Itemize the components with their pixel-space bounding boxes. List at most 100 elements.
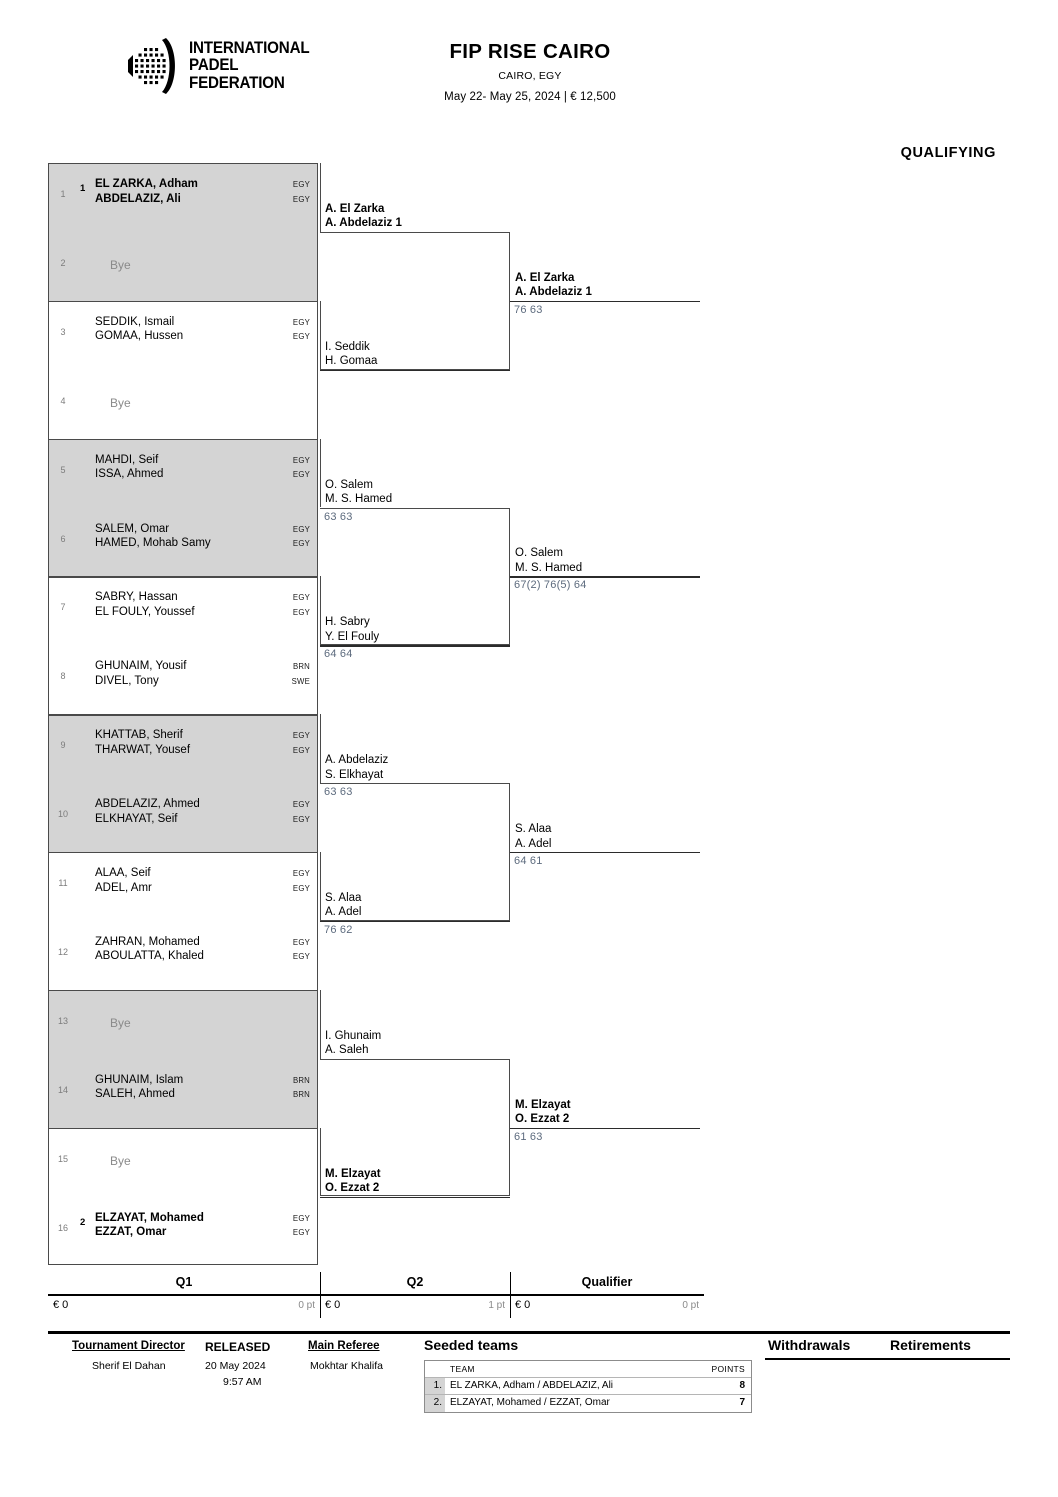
player-name-2: A. Adel [515,837,552,850]
country-code-2: EGY [292,745,310,755]
player-name-2: THARWAT, Yousef [95,743,191,756]
player-name-2: ABOULATTA, Khaled [95,950,204,963]
player-name-2: S. Elkhayat [325,768,384,781]
ipf-logo-icon [122,35,182,97]
q1-entrant-names: S. Alaa A. Adel [325,891,361,920]
prize-points: 1 pt [488,1299,505,1311]
draw-slot-number: 12 [57,946,68,957]
q2-entrant-score: 61 63 [514,1130,543,1143]
tournament-location: CAIRO, EGY [498,70,562,82]
draw-slot-countries: BRN BRN [293,1074,310,1103]
prize-points: 0 pt [682,1299,699,1311]
player-name-1: I. Ghunaim [325,1029,382,1042]
tournament-title-block: FIP RISE CAIRO CAIRO, EGY May 22- May 25… [330,40,730,103]
player-name-1: S. Alaa [325,891,362,904]
player-name-2: Y. El Fouly [325,630,380,643]
bracket-stub [320,714,322,784]
player-name-1: GHUNAIM, Islam [95,1073,184,1086]
q1-entrant-winner-line [320,369,510,371]
country-code-2: EGY [292,1228,310,1237]
main-referee-value: Mokhtar Khalifa [310,1360,383,1372]
bracket-connector [320,1058,510,1197]
player-name-1: A. El Zarka [325,202,385,215]
country-code-1: EGY [292,524,310,534]
player-name-1: EL ZARKA, Adham [95,178,198,190]
bracket-stub [320,300,322,370]
q1-entrant-score: 63 63 [324,510,353,523]
draw-slot-number: 5 [60,464,66,475]
draw-slot-number: 16 [57,1222,68,1233]
draw-slot-number: 10 [57,809,68,820]
player-name-2: EL FOULY, Youssef [95,605,195,618]
country-code-2: EGY [292,814,310,824]
country-code-1: EGY [292,937,310,947]
draw-slot-bye: Bye [110,257,131,272]
draw-slot-bye: Bye [110,1015,131,1030]
draw-slot-number: 4 [60,395,66,406]
country-code-2: EGY [292,470,310,480]
q2-entrant-winner-line [510,576,700,578]
logo-line-2: PADEL [189,56,239,75]
prize-column-label: Qualifier [581,1275,633,1289]
seeded-index: 2. [425,1395,445,1412]
player-name-2: A. Saleh [325,1044,369,1057]
prize-column: Qualifier € 0 0 pt [510,1272,704,1318]
player-name-1: GHUNAIM, Yousif [95,660,187,673]
seeded-header-points: POINTS [711,1364,745,1374]
seeded-team-name: ELZAYAT, Mohamed / EZZAT, Omar [450,1397,610,1408]
prize-amount: € 0 [53,1298,69,1311]
bracket-stub [320,989,322,1059]
player-name-1: ABDELAZIZ, Ahmed [95,798,200,811]
player-name-1: ZAHRAN, Mohamed [95,935,200,948]
retirements-rule [887,1358,1010,1360]
seeded-teams-label: Seeded teams [424,1337,519,1353]
draw-slot-number: 13 [57,1015,68,1026]
withdrawals-rule [765,1358,887,1360]
q1-entrant-score: 64 64 [324,648,353,661]
player-name-2: A. Adel [325,906,362,919]
q2-entrant-score: 76 63 [514,303,543,316]
country-code-2: EGY [292,194,310,204]
prize-amount: € 0 [515,1298,531,1311]
country-code-2: BRN [292,1090,310,1100]
player-name-2: ELKHAYAT, Seif [95,812,178,825]
prize-column-label: Q2 [406,1275,424,1289]
seeded-header-team: TEAM [450,1364,475,1374]
player-name-1: M. Elzayat [325,1167,381,1180]
draw-band-separator [48,300,318,303]
federation-logo-text: INTERNATIONAL PADEL FEDERATION [189,39,310,93]
bracket-connector [320,231,510,370]
player-name-1: SEDDIK, Ismail [95,315,175,328]
country-code-1: BRN [292,662,310,672]
draw-slot-number: 14 [57,1084,68,1095]
draw-slot-number: 8 [60,671,66,682]
seeded-team-points: 8 [739,1380,745,1391]
country-code-1: BRN [292,1075,310,1085]
draw-band-separator [48,852,318,854]
player-name-1: H. Sabry [325,616,370,629]
q2-entrant-winner-line [510,852,700,854]
country-code-1: EGY [292,455,310,465]
player-name-2: GOMAA, Hussen [95,330,184,343]
